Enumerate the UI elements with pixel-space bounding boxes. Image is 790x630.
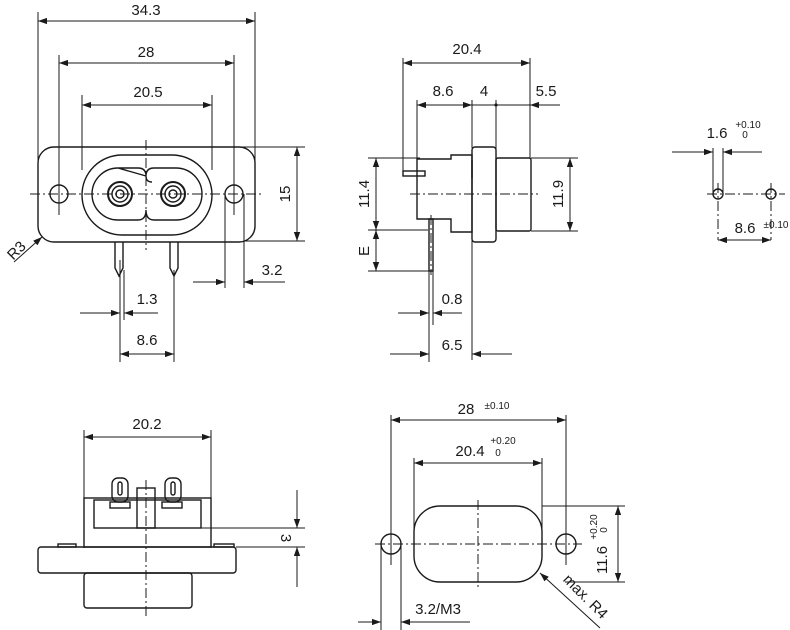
side-view: 20.4 8.6 4 5.5 11.4 E 11.9 (356, 41, 578, 362)
label-pcb-hole-spacing: 8.6 (735, 220, 756, 237)
label-pin-offset: 6.5 (442, 337, 463, 354)
front-body-bottom (83, 572, 193, 609)
label-front-height: 11.9 (550, 180, 567, 208)
label-pcb-hole-diameter: 1.6 (707, 125, 728, 142)
label-rear-height: 11.4 (356, 180, 373, 208)
mounting-flange (37, 546, 237, 574)
label-hole-spacing: 28 (138, 44, 155, 61)
terminal-left (109, 477, 131, 509)
label-overall-width: 34.3 (131, 2, 160, 19)
label-front-depth: 5.5 (536, 83, 557, 100)
rear-body (83, 497, 212, 548)
label-cutout-height-tol-upper: +0.20 (589, 514, 600, 540)
label-cutout-hole-spacing: 28 (458, 401, 475, 418)
label-pin-length: E (356, 246, 373, 256)
dim-corner-radius (13, 236, 43, 263)
label-flange-thickness: 4 (480, 83, 488, 100)
label-step-height: 3 (277, 534, 294, 542)
terminal-right (161, 477, 183, 509)
dim-cutout-corner-radius (539, 572, 601, 629)
label-height: 15 (277, 186, 294, 203)
rear-housing (416, 154, 473, 233)
label-pcb-hole-tol-upper: +0.10 (735, 120, 761, 131)
label-rear-depth: 8.6 (433, 83, 454, 100)
label-pcb-hole-spacing-tol: ±0.10 (764, 220, 789, 231)
panel-cutout: 28 ±0.10 20.4 +0.20 0 11.6 +0.20 0 max. … (358, 401, 625, 630)
label-pin-spacing: 8.6 (137, 332, 158, 349)
pcb-hole-2 (765, 188, 777, 200)
pcb-layout: 1.6 +0.10 0 8.6 ±0.10 (672, 120, 789, 244)
front-view: 34.3 28 20.5 15 R3 (4, 2, 305, 362)
label-corner-radius: R3 (4, 238, 30, 264)
socket-outline (81, 154, 213, 236)
label-pin-thickness-side: 0.8 (442, 291, 463, 308)
rear-view: 20.2 3 (37, 416, 305, 618)
label-mount-hole: 3.2/M3 (415, 601, 461, 618)
label-socket-width: 20.5 (133, 84, 162, 101)
label-cutout-hole-spacing-tol: ±0.10 (485, 401, 510, 412)
label-cutout-height: 11.6 (594, 546, 611, 574)
label-pcb-hole-tol-lower: 0 (742, 130, 748, 141)
label-hole-diameter: 3.2 (262, 262, 283, 279)
label-pin-thickness: 1.3 (137, 291, 158, 308)
label-cutout-width-tol-upper: +0.20 (490, 436, 516, 447)
pin-left (114, 242, 124, 278)
label-rear-body-width: 20.2 (132, 416, 161, 433)
socket-inner (91, 167, 203, 221)
label-cutout-width-tol-lower: 0 (495, 448, 501, 459)
label-overall-depth: 20.4 (452, 41, 481, 58)
label-cutout-width: 20.4 (455, 443, 484, 460)
pin-tab (402, 170, 426, 177)
pcb-pin (428, 218, 434, 272)
label-cutout-height-tol-lower: 0 (599, 527, 610, 533)
